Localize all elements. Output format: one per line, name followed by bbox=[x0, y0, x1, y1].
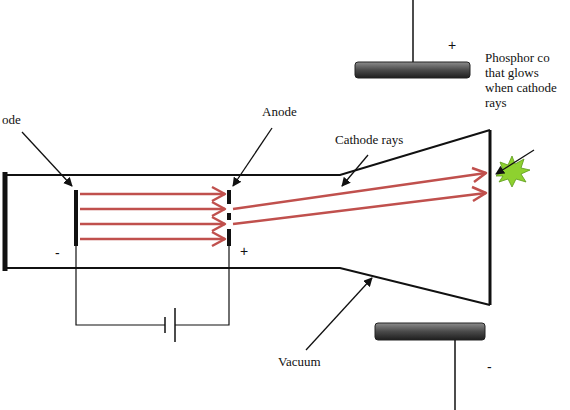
leader-line bbox=[22, 128, 534, 350]
polarity-sign: + bbox=[448, 38, 456, 53]
anode-plate bbox=[227, 190, 231, 246]
battery-symbol bbox=[165, 308, 175, 342]
cathode-plate bbox=[74, 190, 78, 246]
cathode-ray-arrows bbox=[80, 168, 486, 246]
part-label: Phosphor co that glows when cathode rays bbox=[485, 50, 567, 110]
polarity-sign: - bbox=[55, 246, 60, 261]
part-label: Cathode rays bbox=[335, 132, 403, 147]
negative-deflection-plate bbox=[375, 323, 485, 410]
circuit-wire bbox=[76, 246, 229, 325]
polarity-sign: + bbox=[240, 244, 248, 259]
polarity-sign: - bbox=[487, 360, 492, 375]
part-label: ode bbox=[2, 112, 21, 127]
part-label: Anode bbox=[262, 104, 297, 119]
positive-deflection-plate bbox=[355, 0, 470, 78]
tube-outline bbox=[5, 130, 490, 305]
part-label: Vacuum bbox=[278, 354, 321, 369]
